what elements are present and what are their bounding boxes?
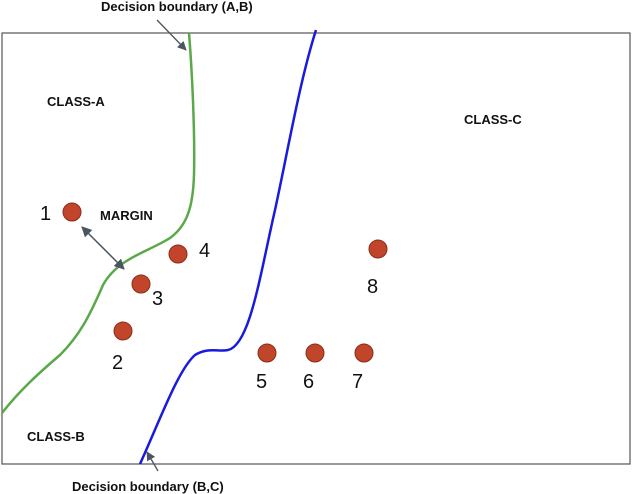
point-label-5: 5: [256, 371, 267, 393]
class-c-label: CLASS-C: [464, 112, 522, 127]
bottom-boundary-pointer-arrow: [146, 451, 159, 472]
data-point-1: [62, 202, 82, 222]
data-point-8: [368, 239, 388, 259]
margin-arrow: [81, 226, 125, 270]
data-point-2: [113, 321, 133, 341]
point-label-8: 8: [367, 276, 378, 298]
data-point-6: [305, 343, 325, 363]
data-point-5: [257, 343, 277, 363]
point-label-7: 7: [352, 371, 363, 393]
point-label-6: 6: [303, 371, 314, 393]
data-point-7: [354, 343, 374, 363]
top-boundary-pointer-arrow: [156, 19, 187, 51]
point-label-1: 1: [40, 203, 51, 225]
point-label-2: 2: [112, 352, 123, 374]
bottom-boundary-label: Decision boundary (B,C): [72, 479, 224, 494]
point-label-4: 4: [199, 240, 210, 262]
decision-boundary-ab: [1, 32, 196, 414]
decision-boundary-bc: [138, 29, 318, 465]
data-point-4: [168, 244, 188, 264]
class-b-label: CLASS-B: [27, 429, 85, 444]
top-boundary-label: Decision boundary (A,B): [101, 0, 253, 14]
class-a-label: CLASS-A: [47, 94, 105, 109]
data-point-3: [131, 274, 151, 294]
margin-label: MARGIN: [100, 208, 153, 223]
point-label-3: 3: [152, 288, 163, 310]
